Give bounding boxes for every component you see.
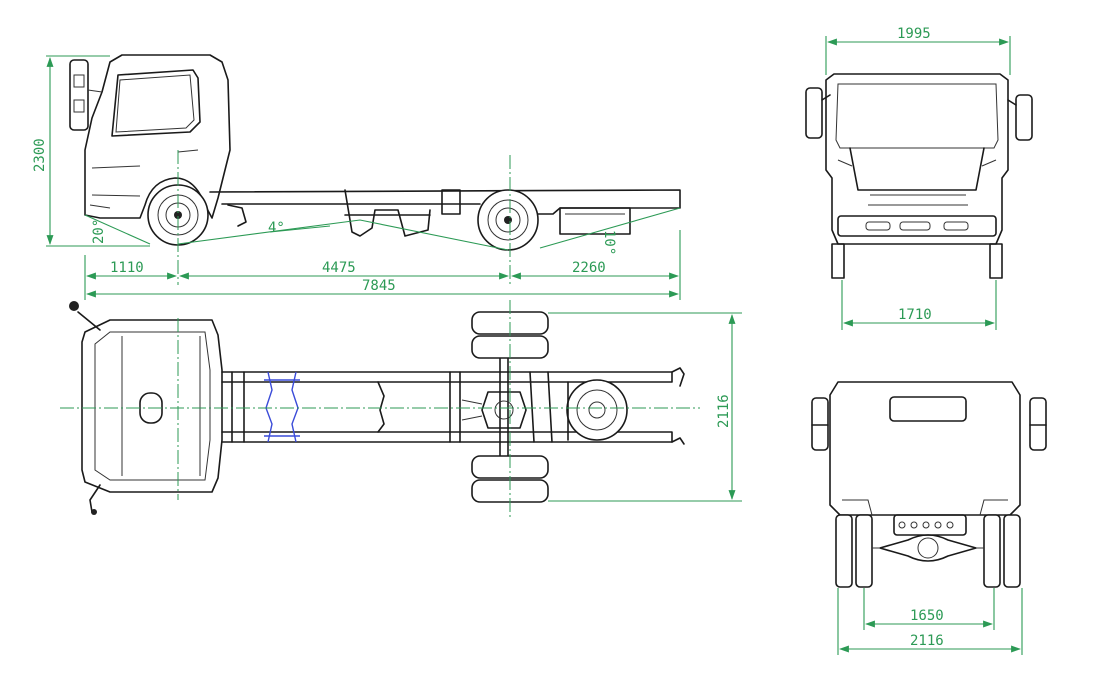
wheelbase-label: 4475 [322, 260, 356, 276]
rear-right-inner-tyre [983, 514, 1001, 588]
departure-angle-label: 10° [601, 230, 617, 255]
front-view: 1995 1710 [805, 26, 1033, 330]
overall-length-label: 7845 [362, 278, 396, 294]
side-view: 2300 20° 4° 10° 1110 4475 2260 7845 [32, 54, 681, 300]
rear-left-inner-tyre [855, 514, 873, 588]
spare-wheel [566, 379, 628, 441]
rear-overhang-label: 2260 [572, 260, 606, 276]
front-cab-width-label: 1995 [897, 26, 931, 42]
rear-left-outer-tyre [835, 514, 853, 588]
front-overhang-label: 1110 [110, 260, 144, 276]
front-track-label: 1710 [898, 307, 932, 323]
top-width-label: 2116 [716, 394, 732, 428]
height-label: 2300 [32, 138, 48, 172]
rear-width-label: 2116 [910, 633, 944, 649]
rear-right-outer-tyre [1003, 514, 1021, 588]
rear-track-label: 1650 [910, 608, 944, 624]
rear-view: 1650 2116 [811, 381, 1047, 655]
top-view: 2116 [60, 300, 742, 520]
ramp-angle-label: 4° [268, 220, 285, 236]
approach-angle-label: 20° [91, 219, 107, 244]
